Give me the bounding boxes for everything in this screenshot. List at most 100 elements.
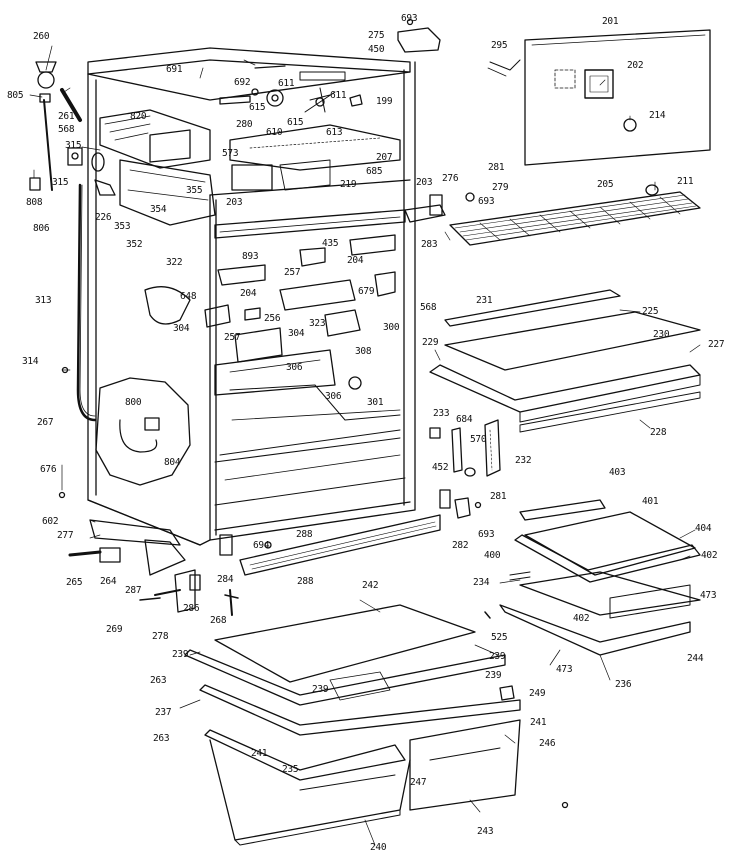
ice-line-inset (96, 378, 190, 485)
part-label: 235 (282, 764, 299, 775)
part-label: 401 (642, 496, 659, 507)
part-label: 308 (355, 346, 372, 357)
part-label: 243 (477, 826, 494, 837)
part-label: 288 (296, 529, 313, 540)
part-label: 800 (125, 397, 142, 408)
part-label: 295 (491, 40, 508, 51)
part-label: 611 (330, 90, 347, 101)
part-label: 234 (473, 577, 490, 588)
part-label: 219 (340, 179, 357, 190)
part-label: 352 (126, 239, 143, 250)
part-label: 207 (376, 152, 393, 163)
part-label: 203 (416, 177, 433, 188)
part-label: 304 (288, 328, 305, 339)
part-label: 570 (470, 434, 487, 445)
part-label: 267 (37, 417, 54, 428)
fan-housing-207 (230, 125, 400, 190)
part-label: 313 (35, 295, 52, 306)
part-label: 525 (491, 632, 508, 643)
part-label: 306 (286, 362, 303, 373)
part-label: 306 (325, 391, 342, 402)
part-label: 692 (234, 77, 251, 88)
leader-lines (30, 46, 700, 845)
part-label: 225 (642, 306, 659, 317)
part-label: 239 (172, 649, 189, 660)
part-label: 257 (224, 332, 241, 343)
part-label: 236 (615, 679, 632, 690)
part-label: 283 (421, 239, 438, 250)
part-label: 304 (173, 323, 190, 334)
part-label: 203 (226, 197, 243, 208)
part-label: 402 (701, 550, 718, 561)
top-rail-203 (215, 210, 405, 238)
part-label: 204 (347, 255, 364, 266)
part-label: 400 (484, 550, 501, 561)
part-label: 452 (432, 462, 449, 473)
part-label: 241 (530, 717, 547, 728)
part-label: 615 (249, 102, 266, 113)
part-label: 355 (186, 185, 203, 196)
part-label: 246 (539, 738, 556, 749)
control-panel-201 (488, 30, 710, 165)
part-label: 450 (368, 44, 385, 55)
part-label: 353 (114, 221, 131, 232)
part-label: 315 (52, 177, 69, 188)
part-label: 685 (366, 166, 383, 177)
left-hardware (30, 62, 115, 420)
part-label: 279 (492, 182, 509, 193)
ice-maker-assembly (100, 110, 215, 225)
part-label: 239 (485, 670, 502, 681)
part-label: 256 (264, 313, 281, 324)
part-label: 804 (164, 457, 181, 468)
part-label: 693 (401, 13, 418, 24)
part-label: 301 (367, 397, 384, 408)
part-label: 402 (573, 613, 590, 624)
part-label: 269 (106, 624, 123, 635)
part-label: 280 (236, 119, 253, 130)
part-label: 473 (700, 590, 717, 601)
part-label: 232 (515, 455, 532, 466)
part-label: 602 (42, 516, 59, 527)
part-label: 808 (26, 197, 43, 208)
part-label: 691 (166, 64, 183, 75)
part-label: 648 (180, 291, 197, 302)
part-label: 322 (166, 257, 183, 268)
shelf-supports (430, 420, 500, 518)
part-label: 300 (383, 322, 400, 333)
part-label: 613 (326, 127, 343, 138)
part-label: 573 (222, 148, 239, 159)
part-label: 230 (653, 329, 670, 340)
glass-shelf-230 (430, 290, 700, 432)
wire-shelf-205 (450, 192, 700, 245)
part-label: 233 (433, 408, 450, 419)
part-label: 268 (210, 615, 227, 626)
part-label: 693 (478, 196, 495, 207)
part-label: 568 (58, 124, 75, 135)
part-label: 263 (150, 675, 167, 686)
crisper-drawers (185, 605, 520, 845)
part-label: 247 (410, 777, 427, 788)
part-label: 231 (476, 295, 493, 306)
part-label: 354 (150, 204, 167, 215)
part-label: 404 (695, 523, 712, 534)
part-label: 227 (708, 339, 725, 350)
part-label: 281 (488, 162, 505, 173)
part-label: 693 (478, 529, 495, 540)
interior-controls (145, 235, 395, 395)
part-label: 239 (489, 651, 506, 662)
upper-hinge (405, 185, 658, 222)
part-label: 257 (284, 267, 301, 278)
crisper-shelves (500, 500, 700, 655)
part-label: 403 (609, 467, 626, 478)
part-label: 277 (57, 530, 74, 541)
part-label: 226 (95, 212, 112, 223)
part-label: 241 (251, 748, 268, 759)
part-label: 244 (687, 653, 704, 664)
part-label: 286 (183, 603, 200, 614)
part-label: 205 (597, 179, 614, 190)
part-label: 278 (152, 631, 169, 642)
part-label: 805 (7, 90, 24, 101)
part-label: 204 (240, 288, 257, 299)
part-label: 323 (309, 318, 326, 329)
